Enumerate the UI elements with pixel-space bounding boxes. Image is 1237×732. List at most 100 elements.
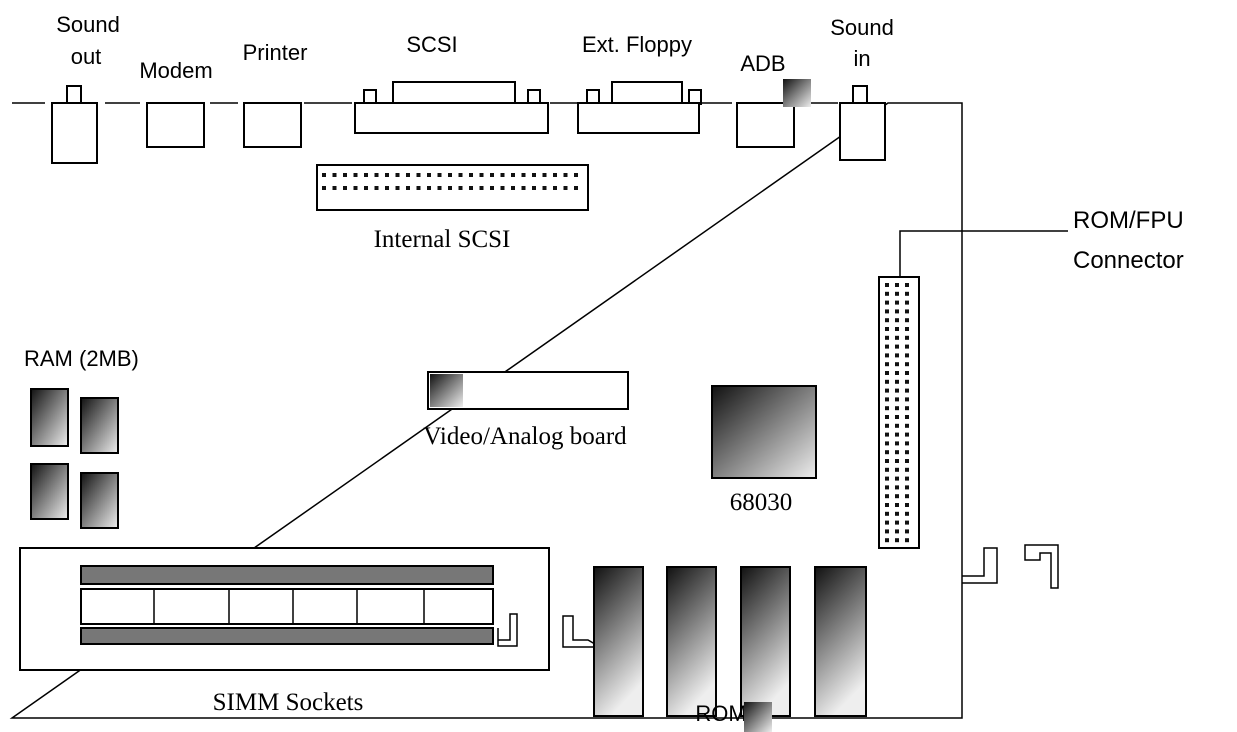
- fpu-pin: [895, 300, 899, 305]
- fpu-pin: [885, 388, 889, 393]
- fpu-pin: [895, 423, 899, 428]
- fpu-pin: [905, 441, 909, 446]
- fpu-pin: [885, 318, 889, 323]
- scsi-pin: [427, 173, 431, 177]
- fpu-pin: [905, 335, 909, 340]
- scsi-pin: [448, 186, 452, 190]
- scsi-pin: [364, 186, 368, 190]
- fpu-pin: [905, 353, 909, 358]
- fpu-pin: [905, 432, 909, 437]
- internal-scsi-header: [316, 164, 589, 211]
- scsi-pin: [364, 173, 368, 177]
- scsi-pin: [542, 186, 547, 190]
- scsi-pin: [574, 173, 578, 177]
- scsi-pin: [458, 186, 463, 190]
- scsi-pin: [469, 186, 473, 190]
- fpu-pin: [905, 397, 909, 402]
- fpu-pin: [905, 300, 909, 305]
- fpu-pin: [905, 423, 909, 428]
- label-internal-scsi: Internal SCSI: [374, 226, 511, 253]
- fpu-pin: [885, 353, 889, 358]
- scsi-pin: [458, 173, 463, 177]
- label-rom-fpu-1: ROM/FPU: [1073, 207, 1184, 234]
- fpu-pin: [885, 511, 889, 516]
- label-sound-in-1: Sound: [830, 15, 894, 40]
- simm-sockets: [19, 547, 550, 671]
- fpu-pin: [895, 406, 899, 411]
- fpu-pin: [885, 406, 889, 411]
- fpu-pin: [895, 335, 899, 340]
- fpu-pin: [895, 441, 899, 446]
- scsi-pin: [343, 173, 347, 177]
- fpu-pin: [895, 388, 899, 393]
- scsi-pin: [374, 186, 379, 190]
- scsi-pin: [406, 173, 410, 177]
- label-ram: RAM (2MB): [24, 346, 139, 371]
- scsi-pin: [416, 186, 421, 190]
- fpu-pin: [885, 494, 889, 499]
- scsi-pin: [511, 173, 515, 177]
- fpu-pin: [895, 476, 899, 481]
- fpu-pin: [895, 511, 899, 516]
- fpu-pin: [905, 318, 909, 323]
- fpu-pin: [905, 327, 909, 331]
- fpu-pin: [895, 503, 899, 507]
- printer-port: [243, 102, 302, 148]
- fpu-pin: [895, 283, 899, 287]
- fpu-pin: [885, 362, 889, 367]
- scsi-pin: [542, 173, 547, 177]
- fpu-pin: [885, 476, 889, 481]
- fpu-pin: [905, 362, 909, 367]
- scsi-pin: [500, 186, 505, 190]
- ext-floppy-port: [577, 81, 702, 134]
- fpu-pin: [895, 529, 899, 534]
- scsi-pin: [385, 173, 389, 177]
- fpu-pin: [895, 379, 899, 384]
- fpu-pin: [895, 459, 899, 463]
- scsi-pin: [553, 186, 557, 190]
- fpu-pin: [905, 406, 909, 411]
- fpu-pin: [885, 503, 889, 507]
- fpu-pin: [895, 362, 899, 367]
- fpu-pin: [885, 432, 889, 437]
- fpu-pin: [895, 538, 899, 543]
- scsi-pin: [479, 186, 484, 190]
- fpu-pin: [905, 291, 909, 296]
- fpu-pin: [885, 371, 889, 375]
- scsi-pin: [563, 173, 568, 177]
- fpu-pin: [885, 291, 889, 296]
- fpu-pin: [905, 520, 909, 525]
- scsi-pin: [416, 173, 421, 177]
- scsi-pin: [322, 173, 326, 177]
- scsi-pin: [353, 173, 358, 177]
- fpu-pin: [895, 450, 899, 455]
- sound-out-port: [51, 85, 98, 164]
- label-rom-fpu-2: Connector: [1073, 247, 1184, 274]
- fpu-pin: [905, 283, 909, 287]
- label-scsi: SCSI: [406, 32, 457, 57]
- fpu-pin: [885, 423, 889, 428]
- label-cpu: 68030: [730, 489, 793, 516]
- fpu-pin: [885, 459, 889, 463]
- fpu-pin: [905, 459, 909, 463]
- fpu-pin: [905, 511, 909, 516]
- label-sound-in-2: in: [853, 46, 870, 71]
- fpu-pin: [885, 309, 889, 314]
- fpu-pin: [895, 371, 899, 375]
- label-sound-out-1: Sound: [56, 12, 120, 37]
- fpu-pin: [905, 485, 909, 490]
- fpu-pin: [905, 476, 909, 481]
- scsi-pin: [500, 173, 505, 177]
- fpu-pin: [895, 353, 899, 358]
- label-printer: Printer: [243, 40, 308, 65]
- fpu-pin: [885, 485, 889, 490]
- label-adb: ADB: [740, 51, 785, 76]
- label-video-board: Video/Analog board: [423, 423, 627, 450]
- fpu-pin: [885, 397, 889, 402]
- scsi-pin: [385, 186, 389, 190]
- scsi-pin: [343, 186, 347, 190]
- modem-port: [146, 102, 205, 148]
- rom-fpu-connector: [878, 230, 1068, 549]
- scsi-pin: [332, 186, 337, 190]
